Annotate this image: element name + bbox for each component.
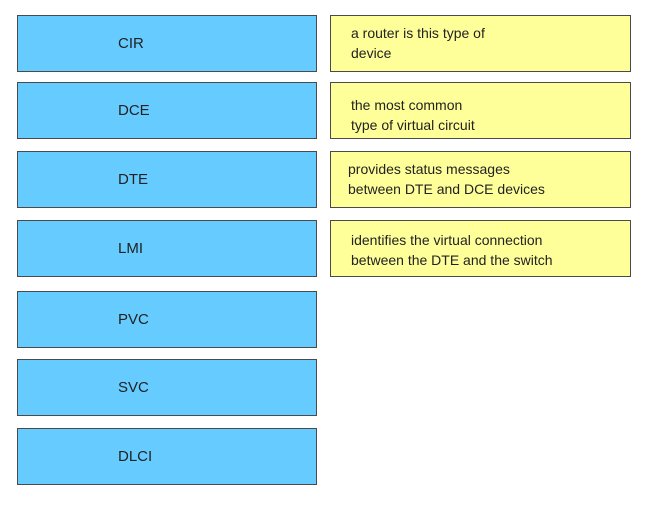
- term-box-dce[interactable]: DCE: [17, 82, 317, 139]
- term-label: SVC: [118, 379, 149, 396]
- term-box-cir[interactable]: CIR: [17, 15, 317, 72]
- definition-box-4[interactable]: identifies the virtual connection betwee…: [330, 220, 631, 277]
- term-box-dte[interactable]: DTE: [17, 151, 317, 208]
- definition-line: device: [351, 45, 392, 61]
- term-box-lmi[interactable]: LMI: [17, 220, 317, 277]
- definition-box-2[interactable]: the most common type of virtual circuit: [330, 82, 631, 139]
- definition-box-3[interactable]: provides status messages between DTE and…: [330, 151, 631, 208]
- term-label: CIR: [118, 35, 144, 52]
- definition-line: identifies the virtual connection: [351, 232, 543, 248]
- definition-line: the most common: [351, 97, 463, 113]
- term-box-pvc[interactable]: PVC: [17, 291, 317, 348]
- term-label: DCE: [118, 102, 150, 119]
- definition-line: between DTE and DCE devices: [348, 181, 545, 197]
- definition-line: type of virtual circuit: [351, 117, 475, 133]
- term-box-dlci[interactable]: DLCI: [17, 428, 317, 485]
- term-label: LMI: [118, 240, 144, 257]
- term-label: PVC: [118, 311, 149, 328]
- term-label: DLCI: [118, 448, 153, 465]
- term-box-svc[interactable]: SVC: [17, 359, 317, 416]
- definition-line: provides status messages: [348, 161, 510, 177]
- definition-line: between the DTE and the switch: [351, 252, 553, 268]
- term-label: DTE: [118, 171, 148, 188]
- definition-line: a router is this type of: [351, 25, 485, 41]
- definition-box-1[interactable]: a router is this type of device: [330, 15, 631, 72]
